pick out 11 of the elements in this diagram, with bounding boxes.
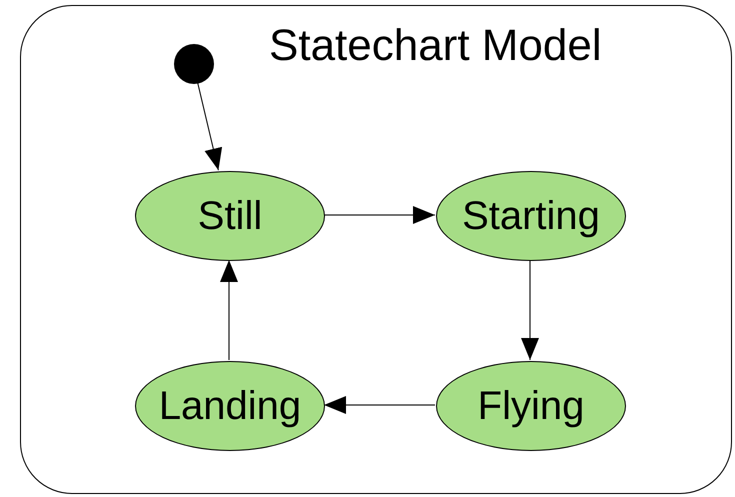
transition-arrow bbox=[324, 396, 436, 414]
transition-arrow bbox=[220, 260, 238, 360]
state-label: Flying bbox=[478, 386, 584, 426]
state-label: Still bbox=[198, 196, 262, 236]
transition-arrow bbox=[324, 206, 436, 224]
frame-title: Statechart Model bbox=[269, 24, 602, 68]
transition-arrow bbox=[521, 260, 539, 360]
transition-arrow bbox=[197, 82, 222, 171]
state-label: Landing bbox=[158, 386, 302, 426]
statechart-frame bbox=[20, 5, 732, 494]
state-label: Starting bbox=[462, 196, 600, 236]
